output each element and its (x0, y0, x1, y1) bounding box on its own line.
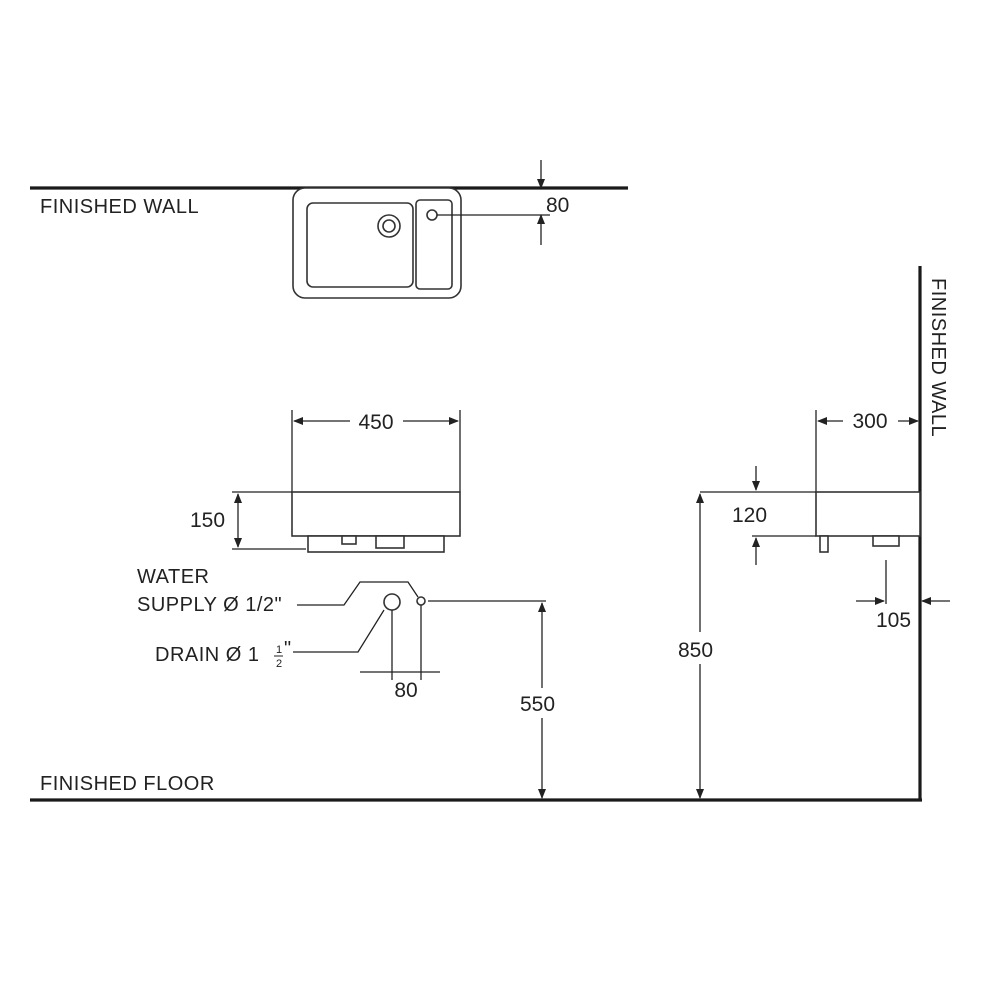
dim-top-offset: 80 (546, 194, 569, 217)
dim-depth: 300 (852, 410, 887, 433)
dim-pipe-height: 550 (520, 693, 555, 716)
basin-bowl (306, 202, 414, 288)
front-view: 450 150 WATER SUPPLY Ø 1/2" DRAIN Ø 1 1 … (137, 410, 555, 799)
drain-inner-ring (382, 219, 396, 233)
front-fitting (375, 535, 405, 549)
basin-side-body (815, 491, 921, 537)
dim-width: 450 (358, 411, 393, 434)
dim-thickness: 120 (732, 504, 767, 527)
drain-label: DRAIN Ø 1 (155, 644, 260, 666)
basin-front-body (291, 491, 461, 537)
drain-suffix: " (284, 638, 292, 660)
side-view: FINISHED WALL 300 120 105 850 (678, 266, 950, 800)
finished-floor-label: FINISHED FLOOR (40, 773, 215, 795)
water-supply-leader (297, 581, 419, 606)
water-label-line1: WATER (137, 566, 210, 588)
drain-leader (293, 609, 385, 653)
finished-wall-label-side: FINISHED WALL (927, 278, 949, 437)
dim-basin-height: 850 (678, 639, 713, 662)
dim-drain-offset: 105 (876, 609, 911, 632)
front-drain-stub (341, 535, 357, 545)
side-drain-fitting (872, 535, 900, 547)
finished-wall-label-top: FINISHED WALL (40, 196, 199, 218)
drain-frac-den: 2 (276, 658, 282, 670)
side-front-leg (819, 535, 829, 553)
tap-hole (426, 209, 438, 221)
drain-frac-num: 1 (276, 644, 282, 656)
drain-pipe-circle (383, 593, 401, 611)
dim-height: 150 (190, 509, 225, 532)
water-label-line2: SUPPLY Ø 1/2" (137, 594, 282, 616)
water-supply-circle (416, 596, 426, 606)
top-view: FINISHED WALL 80 (30, 160, 628, 299)
tap-deck (415, 199, 453, 290)
dim-pipe-spacing: 80 (394, 679, 417, 702)
